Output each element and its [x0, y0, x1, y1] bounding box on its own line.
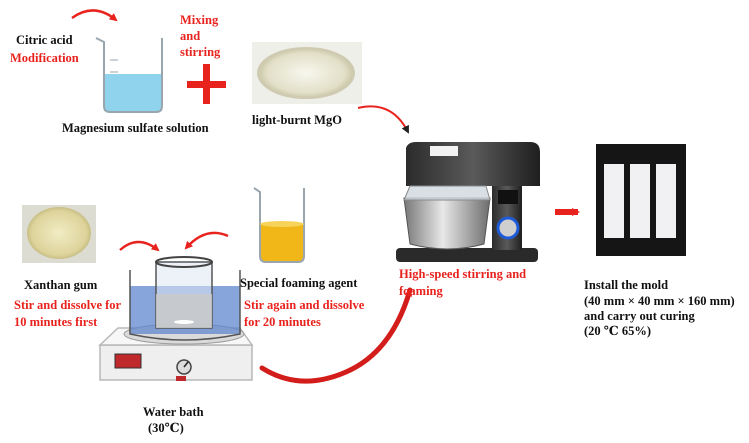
label-foaming: foaming	[399, 284, 443, 299]
label-mixing: Mixing	[180, 13, 218, 28]
label-curing-conditions: (20 ℃ 65%)	[584, 324, 651, 339]
water-bath-icon	[100, 257, 252, 381]
label-stir-again-2: for 20 minutes	[244, 315, 321, 330]
xanthan-into-bath-arrow	[120, 242, 158, 250]
label-mold-dimensions: (40 mm × 40 mm × 160 mm)	[584, 294, 735, 309]
citric-acid-curved-arrow	[72, 10, 116, 20]
label-citric-acid: Citric acid	[16, 33, 73, 48]
xanthan-gum-plate-icon	[22, 205, 96, 263]
label-light-burnt-mgo: light-burnt MgO	[252, 113, 342, 128]
label-special-foaming-agent: Special foaming agent	[240, 276, 357, 291]
label-install-mold: Install the mold	[584, 278, 668, 293]
stand-mixer-icon	[396, 142, 540, 262]
curing-mold-icon	[596, 144, 686, 256]
label-stir-dissolve-2: 10 minutes first	[14, 315, 97, 330]
label-water-bath-temp: (30℃)	[148, 421, 184, 436]
label-water-bath: Water bath	[143, 405, 204, 420]
label-high-speed-stirring: High-speed stirring and	[399, 267, 526, 282]
label-modification: Modification	[10, 51, 79, 66]
mgo-to-mixer-arrow	[358, 106, 408, 132]
label-stirring: stirring	[180, 45, 220, 60]
foaming-agent-beaker-icon	[254, 188, 304, 262]
magnesium-sulfate-beaker-icon	[96, 38, 162, 112]
mgo-powder-plate-icon	[252, 42, 362, 104]
label-and: and	[180, 29, 200, 44]
plus-icon	[187, 64, 226, 104]
label-carry-out-curing: and carry out curing	[584, 309, 695, 324]
label-stir-dissolve-1: Stir and dissolve for	[14, 298, 121, 313]
label-stir-again-1: Stir again and dissolve	[244, 298, 364, 313]
foaming-into-bath-arrow	[186, 233, 228, 248]
label-xanthan-gum: Xanthan gum	[24, 278, 97, 293]
label-magnesium-sulfate: Magnesium sulfate solution	[62, 121, 209, 136]
